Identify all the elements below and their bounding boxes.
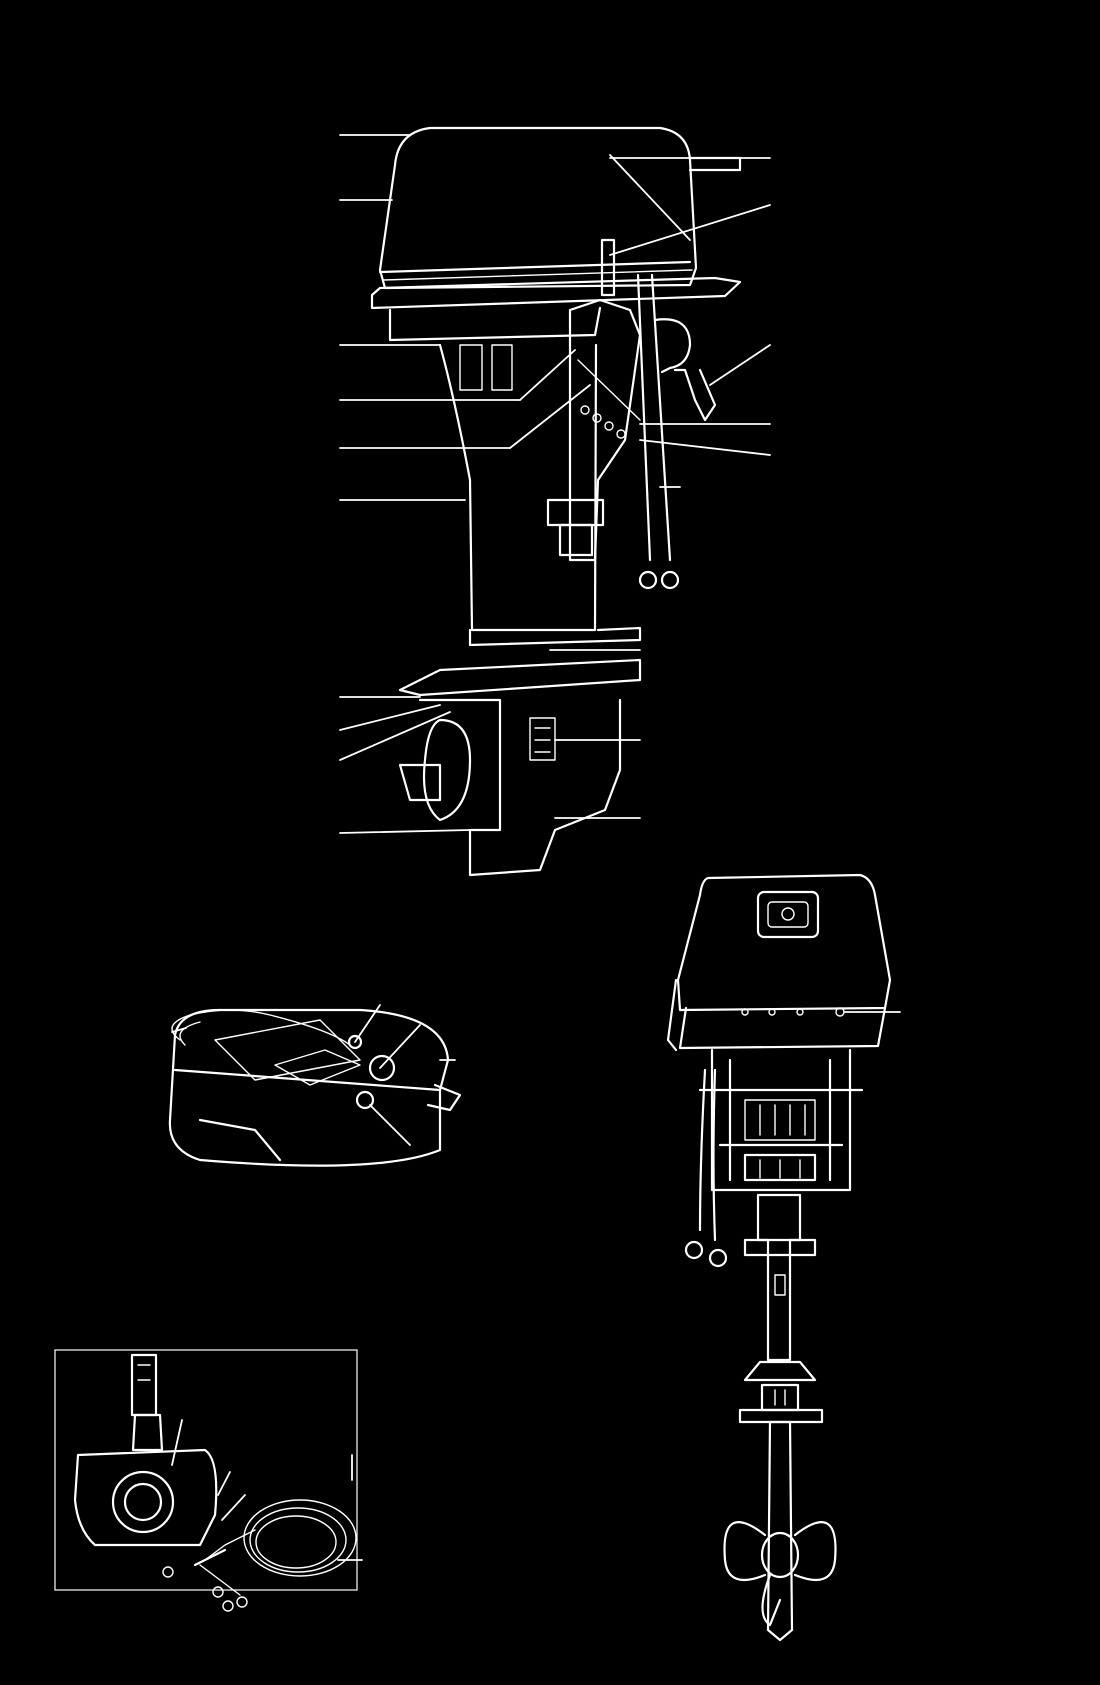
leader-line bbox=[339, 711, 451, 761]
leader-line bbox=[709, 344, 771, 386]
leader-line bbox=[221, 1494, 246, 1521]
illustration-frame bbox=[54, 1349, 358, 1591]
leader-line bbox=[339, 704, 441, 731]
leader-line bbox=[339, 829, 471, 834]
leader-line bbox=[519, 349, 576, 401]
leader-line bbox=[171, 1027, 187, 1033]
leader-line bbox=[171, 1419, 183, 1466]
leader-line bbox=[354, 1004, 381, 1043]
leader-line bbox=[609, 154, 691, 241]
leader-line bbox=[379, 1024, 421, 1069]
outboard-motor-rear-view bbox=[666, 873, 901, 1642]
leader-line bbox=[609, 204, 771, 256]
outboard-motor-side-view bbox=[339, 126, 771, 877]
remote-control-box bbox=[54, 1349, 363, 1612]
fuel-tank bbox=[168, 1004, 462, 1167]
leader-line bbox=[639, 439, 771, 456]
leader-line bbox=[217, 1471, 231, 1496]
leader-line bbox=[509, 384, 591, 449]
leader-line bbox=[369, 1104, 411, 1146]
